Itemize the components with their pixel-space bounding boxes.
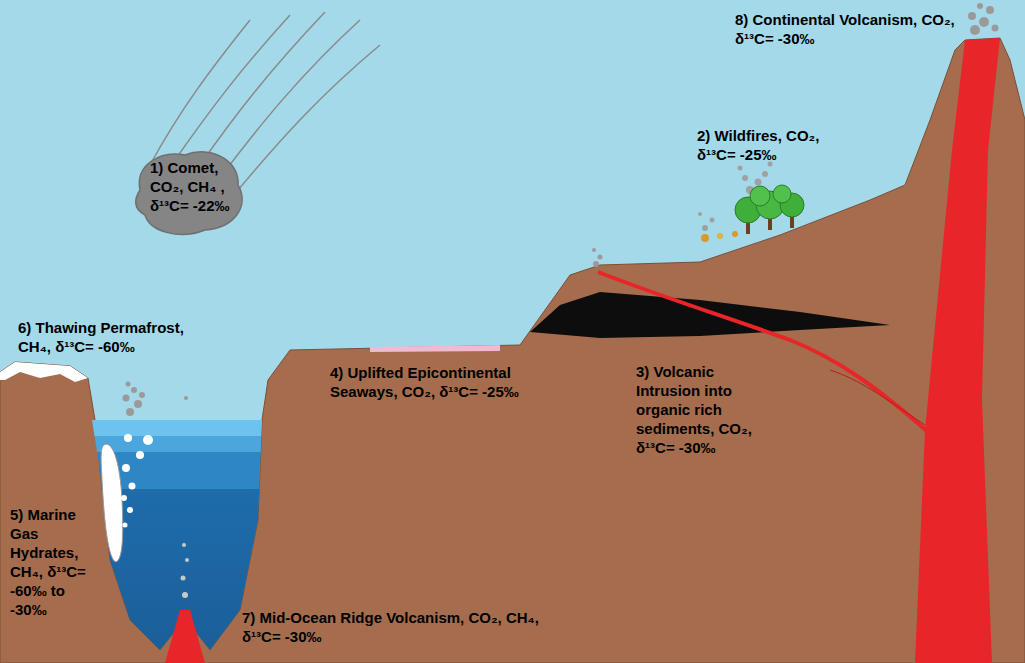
methane-plume <box>123 382 189 417</box>
source-label: 6) Thawing Permafrost, CH₄, δ¹³C= -60‰ <box>18 318 218 356</box>
source-label: 3) Volcanic Intrusion into organic rich … <box>636 362 768 457</box>
dike-edge <box>830 370 925 425</box>
ocean <box>92 420 262 650</box>
gas-hydrates <box>101 444 123 562</box>
source-label: 5) Marine Gas Hydrates, CH₄, δ¹³C= -60‰ … <box>10 505 102 619</box>
magma-conduit <box>915 38 1000 663</box>
source-label: 7) Mid-Ocean Ridge Volcanism, CO₂, CH₄, … <box>242 608 542 646</box>
source-label: 8) Continental Volcanism, CO₂, δ¹³C= -30… <box>735 10 960 48</box>
volcano-smoke <box>968 3 999 35</box>
ground <box>0 38 1025 663</box>
methane-bubbles <box>121 434 153 528</box>
source-label: 4) Uplifted Epicontinental Seaways, CO₂,… <box>330 363 558 401</box>
trees <box>701 185 804 242</box>
source-label: 2) Wildfires, CO₂, δ¹³C= -25‰ <box>697 126 842 164</box>
wildfire-smoke <box>698 162 773 232</box>
organic-sediments <box>530 292 890 338</box>
permafrost <box>0 362 88 382</box>
seaway <box>370 345 500 352</box>
vent-smoke <box>592 248 603 267</box>
ridge-plume <box>181 543 190 598</box>
source-label: 1) Comet, CO₂, CH₄ , δ¹³C= -22‰ <box>150 158 245 215</box>
ridge-magma <box>165 610 205 663</box>
